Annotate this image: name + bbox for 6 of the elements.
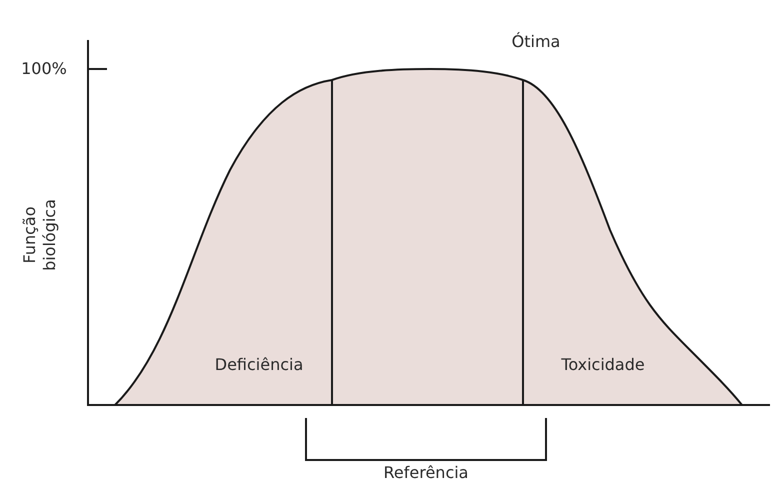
axis-title: Função biológica [20,198,60,273]
bracket-label: Referência [384,463,468,483]
peak-label: Ótima [512,32,560,52]
axis-tick-label: 100% [21,59,67,79]
region-label: Deficiência [214,355,304,375]
region-label: Toxicidade [561,355,645,375]
